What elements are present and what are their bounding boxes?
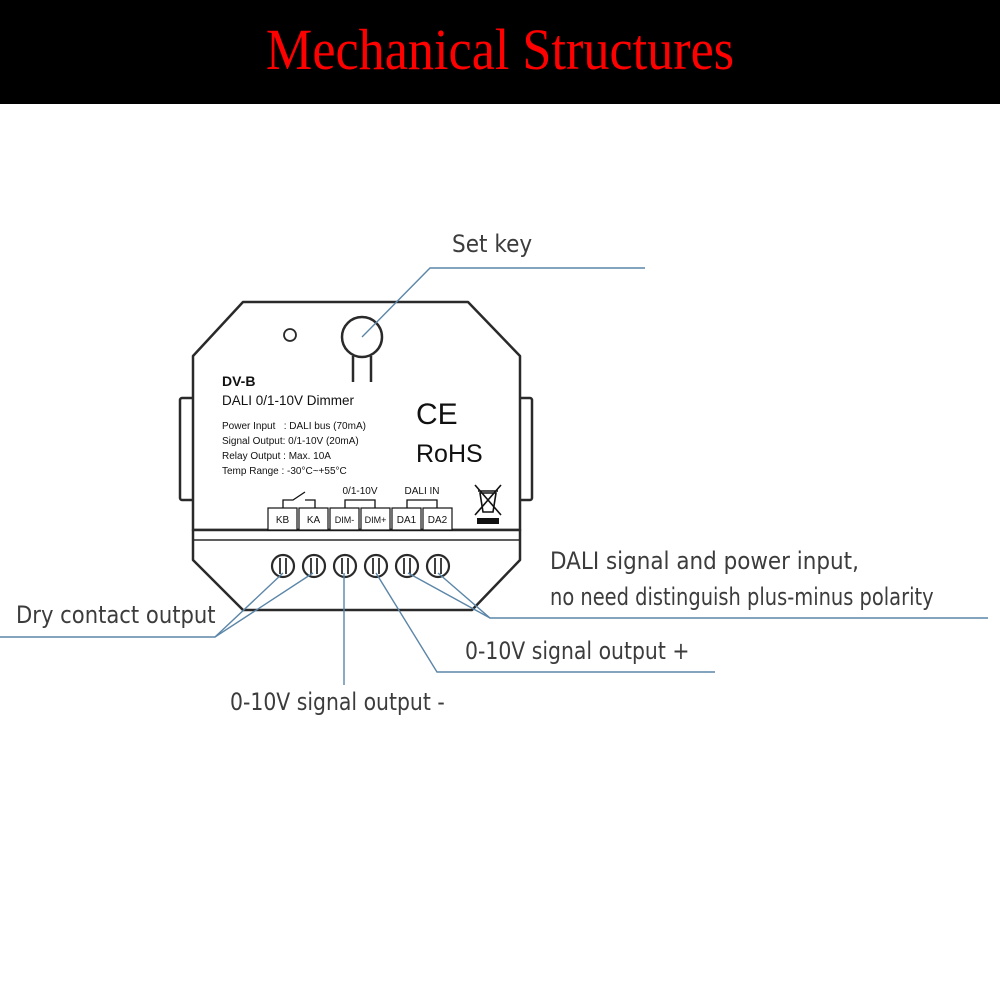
group-label-output: 0/1-10V: [342, 486, 377, 497]
page-title: Mechanical Structures: [265, 17, 735, 82]
terminal-screw-ka: [301, 553, 327, 579]
group-label-input: DALI IN: [404, 486, 439, 497]
ce-mark: CE: [416, 398, 458, 431]
rohs-mark: RoHS: [416, 440, 483, 468]
relay-switch-symbol: [282, 491, 316, 508]
leader-signal-plus: [375, 572, 715, 673]
terminal-screw-da2: [425, 553, 451, 579]
terminal-label-dim-: DIM+: [360, 507, 391, 531]
leader-set-key: [361, 267, 645, 338]
terminal-label-da1: DA1: [391, 507, 422, 531]
title-banner: Mechanical Structures: [0, 0, 1000, 104]
spec-signal-output: Signal Output: 0/1-10V (20mA): [222, 436, 359, 447]
callout-dali-input-line1: DALI signal and power input,: [550, 547, 859, 575]
terminal-screw-da1: [394, 553, 420, 579]
svg-text:KB: KB: [276, 515, 290, 526]
svg-text:DIM-: DIM-: [335, 515, 355, 525]
callout-signal-plus: 0-10V signal output +: [465, 637, 690, 665]
terminal-label-kb: KB: [267, 507, 298, 531]
callout-set-key: Set key: [452, 230, 533, 258]
svg-text:KA: KA: [307, 515, 321, 526]
svg-text:DIM+: DIM+: [365, 515, 387, 525]
callout-dali-input-line2: no need distinguish plus-minus polarity: [550, 583, 934, 611]
terminal-label-ka: KA: [298, 507, 329, 531]
terminal-label-dim-: DIM-: [329, 507, 360, 531]
spec-power-input: Power Input : DALI bus (70mA): [222, 421, 366, 432]
leader-dali-input-2: [407, 572, 491, 619]
leader-lines: [0, 267, 988, 685]
svg-text:DA2: DA2: [428, 515, 448, 526]
callout-signal-minus: 0-10V signal output -: [230, 688, 445, 716]
terminal-screw-kb: [270, 553, 296, 579]
leader-dry-contact-2: [214, 572, 284, 638]
terminal-group-brackets: [344, 499, 438, 508]
device-model: DV-B: [222, 373, 255, 389]
terminal-screw-dim-: [363, 553, 389, 579]
indicator-led: [283, 328, 297, 342]
spec-temp-range: Temp Range : -30°C~+55°C: [222, 466, 347, 477]
terminal-block-housing: [191, 528, 522, 612]
svg-text:DA1: DA1: [397, 515, 417, 526]
terminal-label-da2: DA2: [422, 507, 453, 531]
device-name: DALI 0/1-10V Dimmer: [222, 393, 355, 408]
callout-dry-contact: Dry contact output: [16, 601, 216, 629]
spec-relay-output: Relay Output : Max. 10A: [222, 451, 331, 462]
terminal-screw-dim-: [332, 553, 358, 579]
weee-bin-icon: [474, 484, 502, 524]
